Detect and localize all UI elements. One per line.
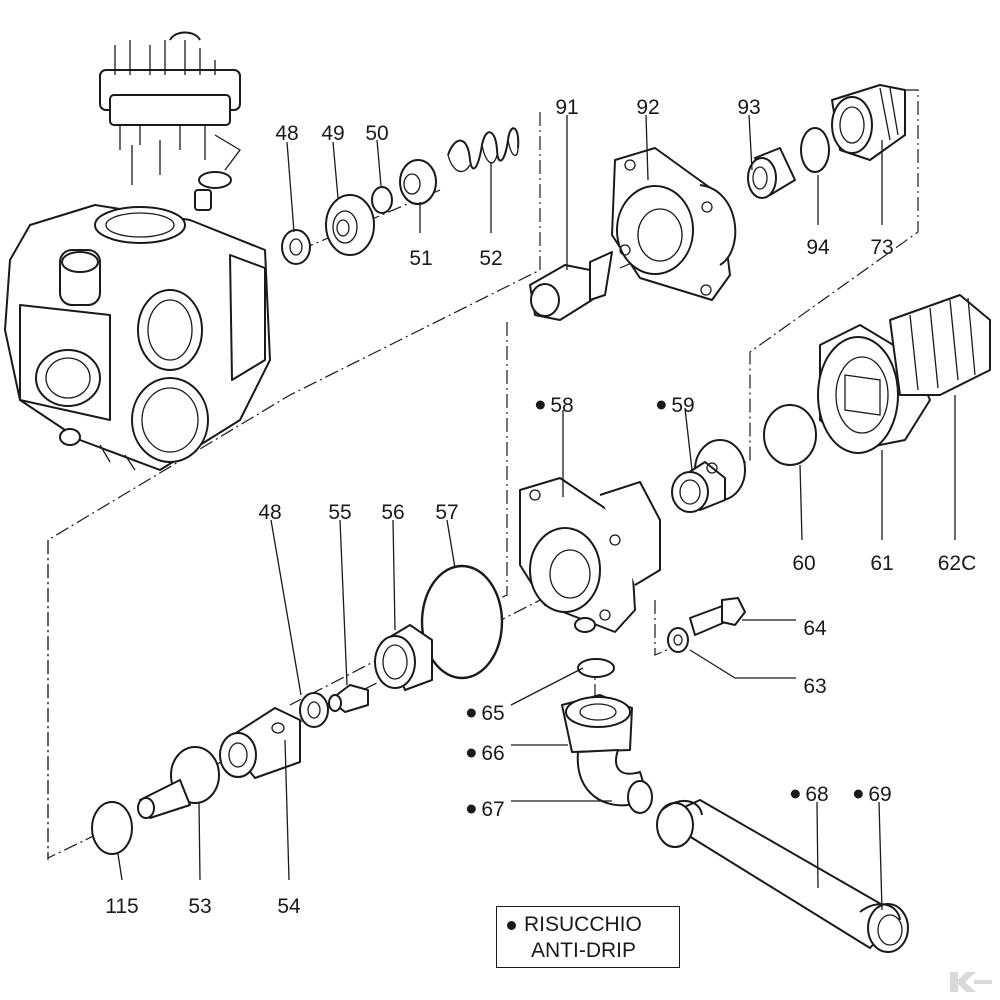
- part-92-flange: [611, 147, 737, 301]
- part-64-bolt: [689, 597, 746, 636]
- anti-drip-marker-icon: [535, 400, 545, 410]
- callout-label-92: 92: [636, 96, 659, 119]
- part-63-washer: [667, 627, 689, 653]
- part-57-large-o-ring: [420, 564, 504, 680]
- part-66-nut: [561, 694, 633, 753]
- part-51-spring-cup: [399, 159, 437, 205]
- part-60-o-ring: [763, 404, 817, 466]
- callout-label-52: 52: [479, 247, 502, 270]
- callout-label-48a: 48: [275, 122, 298, 145]
- callout-label-54: 54: [277, 895, 301, 918]
- callout-label-65: 65: [481, 702, 504, 725]
- part-115-ring: [91, 801, 133, 855]
- anti-drip-marker-icon: [790, 789, 800, 799]
- part-59-valve-cup: [671, 439, 746, 513]
- callout-label-64: 64: [803, 617, 827, 640]
- part-callout-labels: 48 49 50 51 52 91 92 93 94 73 58 59 60 61 62C 48 55 56 57 6…: [105, 96, 976, 918]
- part-65-o-ring: [577, 658, 615, 678]
- part-94-o-ring: [800, 127, 830, 173]
- sprayer-control-unit-thumbnail: [99, 31, 241, 211]
- callout-label-60: 60: [792, 552, 815, 575]
- legend-box: RISUCCHIO ANTI-DRIP: [496, 906, 680, 968]
- kramp-k-logo-icon: [950, 972, 992, 992]
- callout-label-66: 66: [481, 742, 504, 765]
- callout-label-55: 55: [328, 501, 351, 524]
- part-48-washer-upper: [281, 229, 311, 265]
- anti-drip-marker-icon: [656, 400, 666, 410]
- callout-label-49: 49: [321, 122, 344, 145]
- callout-label-62C: 62C: [938, 552, 977, 575]
- part-68-hose: [656, 799, 909, 953]
- part-93-bushing: [747, 147, 796, 199]
- part-62c-hose-tail: [889, 294, 991, 396]
- callout-label-67: 67: [481, 798, 504, 821]
- callout-label-91: 91: [555, 96, 578, 119]
- leader-lines: [117, 114, 956, 911]
- part-52-spring: [447, 127, 520, 173]
- legend-line-1: RISUCCHIO: [507, 913, 642, 937]
- callout-label-53: 53: [188, 895, 211, 918]
- part-48-washer-lower: [299, 692, 329, 728]
- part-69-hose-clamps: [661, 800, 901, 921]
- callout-label-63: 63: [803, 675, 826, 698]
- callout-label-50: 50: [365, 122, 388, 145]
- legend-bullet-icon: [507, 920, 516, 930]
- callout-label-58: 58: [550, 394, 573, 417]
- anti-drip-marker-icon: [466, 748, 476, 758]
- part-55-screw: [328, 684, 369, 713]
- callout-label-94: 94: [806, 236, 830, 259]
- callout-label-73: 73: [870, 236, 893, 259]
- callout-label-56: 56: [381, 501, 404, 524]
- part-73-threaded-fitting: [831, 84, 906, 161]
- anti-drip-marker-icon: [466, 804, 476, 814]
- callout-label-68: 68: [805, 783, 828, 806]
- callout-label-69: 69: [868, 783, 891, 806]
- valve-body: [4, 204, 271, 471]
- part-54-perforated-sleeve: [219, 707, 301, 779]
- callout-label-61: 61: [870, 552, 893, 575]
- callout-label-59: 59: [671, 394, 694, 417]
- part-53-nozzle: [137, 746, 220, 819]
- part-56-sleeve: [374, 624, 433, 691]
- callout-label-57: 57: [435, 501, 458, 524]
- callout-label-115: 115: [105, 895, 138, 918]
- part-50-o-ring: [371, 186, 393, 214]
- legend-line-2: ANTI-DRIP: [531, 939, 636, 962]
- anti-drip-marker-icon: [853, 789, 863, 799]
- callout-label-51: 51: [409, 247, 432, 270]
- callout-label-48b: 48: [258, 501, 281, 524]
- anti-drip-marker-icon: [466, 708, 476, 718]
- part-91-plunger: [529, 251, 613, 321]
- part-67-elbow: [576, 749, 653, 814]
- part-49-valve-seat: [325, 194, 375, 256]
- part-58-anti-drip-flange: [519, 477, 661, 633]
- callout-label-93: 93: [737, 96, 760, 119]
